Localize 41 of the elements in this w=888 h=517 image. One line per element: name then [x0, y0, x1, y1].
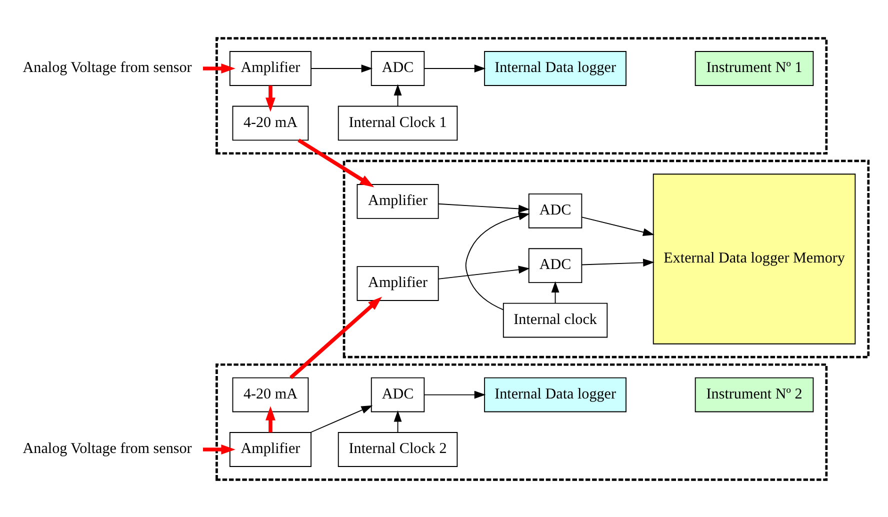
node-box: Instrument Nº 2 — [694, 376, 814, 412]
node-box: Instrument Nº 1 — [694, 50, 814, 86]
arrow — [298, 138, 374, 187]
node-box: Amplifier — [229, 432, 312, 466]
arrow — [310, 64, 373, 72]
node-box: ADC — [528, 248, 582, 283]
arrow — [310, 404, 373, 432]
arrow — [438, 202, 530, 212]
cluster — [342, 159, 870, 358]
node-box: Internal Data logger — [484, 50, 626, 86]
node-box: ADC — [370, 376, 425, 412]
node-text: Analog Voltage from sensor — [22, 60, 192, 76]
node-box: 4-20 mA — [232, 105, 309, 140]
arrow — [289, 296, 382, 379]
arrow — [203, 63, 236, 73]
arrow — [266, 406, 276, 432]
arrow — [394, 84, 402, 106]
arrow — [582, 258, 654, 266]
node-box: Amplifier — [356, 184, 439, 218]
node-box: 4-20 mA — [232, 376, 309, 412]
node-box: Internal Data logger — [484, 376, 626, 412]
node-box: ADC — [370, 50, 425, 86]
arrow — [424, 390, 486, 398]
node-box: ADC — [528, 192, 582, 228]
node-box: External Data logger Memory — [652, 173, 856, 344]
arrow — [551, 280, 560, 304]
arrow — [424, 64, 486, 72]
cluster — [216, 362, 828, 480]
node-box: Internal clock — [502, 302, 608, 338]
arrow — [438, 265, 530, 279]
cluster — [216, 36, 828, 154]
node-box: Amplifier — [356, 266, 439, 300]
arrow — [266, 85, 276, 112]
arrow — [582, 216, 654, 236]
node-box: Amplifier — [229, 50, 312, 86]
node-box: Internal Clock 1 — [338, 105, 458, 140]
arrow — [394, 410, 402, 432]
node-text: Analog Voltage from sensor — [22, 440, 192, 457]
arrow — [465, 212, 530, 310]
node-box: Internal Clock 2 — [338, 432, 458, 466]
arrow — [203, 444, 236, 454]
